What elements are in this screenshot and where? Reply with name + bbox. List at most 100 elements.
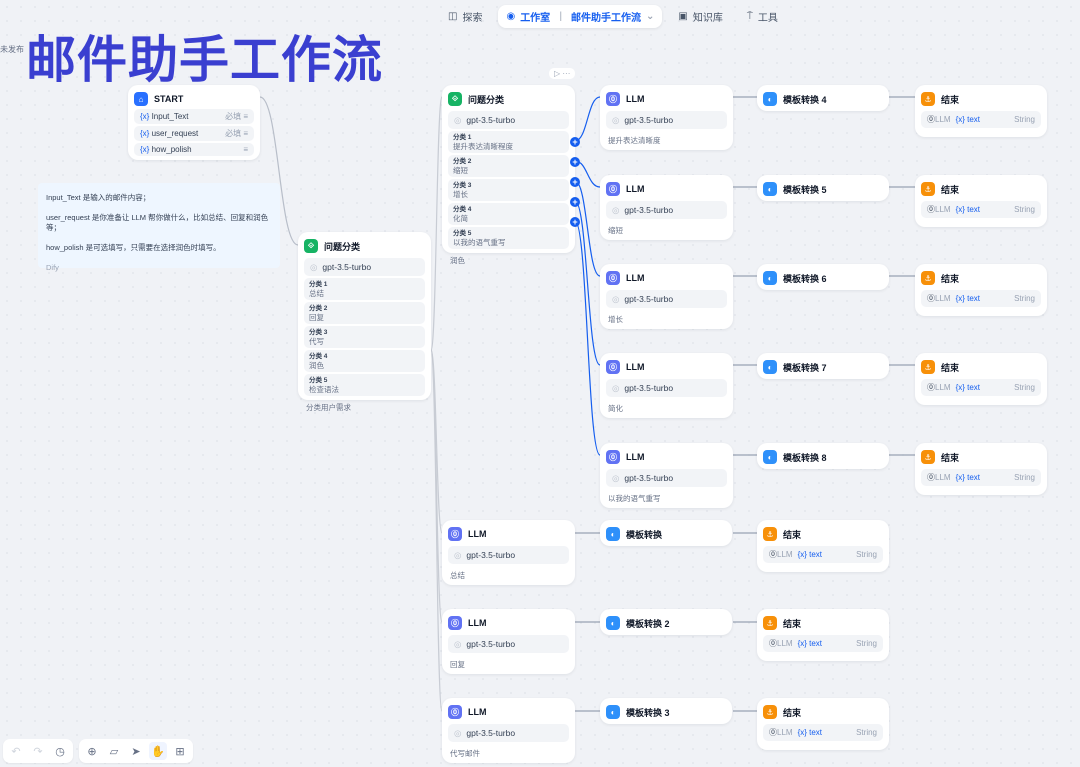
undo-icon[interactable]: ↶ [11,745,21,758]
class-value: 提升表达清晰程度 [453,142,513,151]
add-branch-icon[interactable]: + [570,197,580,207]
redo-icon[interactable]: ↷ [33,745,43,758]
template-node[interactable]: ◐模板转换 2 [600,609,732,635]
paragraph-icon: ≡ [243,145,248,154]
layout-icon[interactable]: ⊞ [175,745,185,758]
end-icon: ⚓ [921,450,935,464]
variable-name: Input_Text [151,112,189,121]
node-title: 问题分类 [468,94,505,105]
template-icon: ◐ [763,92,777,106]
history-icon[interactable]: ◷ [55,745,65,758]
model-label: ◎gpt-3.5-turbo [612,383,673,394]
template-node[interactable]: ◐模板转换 [600,520,732,546]
node-header: ◐模板转换 [606,526,726,542]
app-switcher[interactable]: 邮件助手工作流 [571,13,641,24]
model-name: gpt-3.5-turbo [466,638,516,649]
template-node[interactable]: ◐模板转换 6 [757,264,889,290]
node-title: 结束 [783,529,802,540]
input-variable[interactable]: {x} how_polish ≡ [134,143,254,156]
add-branch-icon[interactable]: + [570,137,580,147]
source-node: LLM [935,473,951,482]
model-name: gpt-3.5-turbo [466,114,516,125]
model-selector[interactable]: ◎gpt-3.5-turbo [606,379,727,397]
template-node[interactable]: ◐模板转换 7 [757,353,889,379]
nav-knowledge[interactable]: ▣知识库 [670,5,730,28]
nav-studio[interactable]: ◉工作室|邮件助手工作流⌄ [498,5,663,28]
template-node[interactable]: ◐模板转换 5 [757,175,889,201]
llm-icon: ⓪ [448,705,462,719]
output-source: ⓪LLM{x} text [927,382,980,393]
template-node[interactable]: ◐ 模板转换 4 [757,85,889,111]
run-icon[interactable]: ▷ [554,69,561,78]
model-icon: ◎ [454,727,462,738]
model-selector[interactable]: ◎gpt-3.5-turbo [606,201,727,219]
node-header: ⚓结束 [921,181,1041,197]
node-header: ⌂START [134,91,254,107]
node-title: 模板转换 7 [783,362,827,373]
add-branch-icon[interactable]: + [570,157,580,167]
sticky-note[interactable]: Input_Text 是输入的邮件内容； user_request 是你准备让 … [38,183,280,272]
model-selector[interactable]: ◎gpt-3.5-turbo [448,111,569,129]
variable-type: String [856,639,877,648]
model-selector[interactable]: ◎gpt-3.5-turbo [448,546,569,564]
source-node: LLM [777,728,793,737]
model-selector[interactable]: ◎gpt-3.5-turbo [606,290,727,308]
node-description: 缩短 [608,226,623,235]
template-node[interactable]: ◐模板转换 8 [757,443,889,469]
template-node[interactable]: ◐模板转换 3 [600,698,732,724]
pointer-icon[interactable]: ➤ [131,745,141,758]
model-selector[interactable]: ◎gpt-3.5-turbo [606,111,727,129]
node-title: LLM [626,452,645,462]
model-selector[interactable]: ◎gpt-3.5-turbo [304,258,425,276]
add-branch-icon[interactable]: + [570,217,580,227]
model-selector[interactable]: ◎gpt-3.5-turbo [448,635,569,653]
model-selector[interactable]: ◎gpt-3.5-turbo [448,724,569,742]
add-node-icon[interactable]: ⊕ [87,745,97,758]
nav-tools[interactable]: ⍑工具 [739,5,786,28]
add-branch-icon[interactable]: + [570,177,580,187]
model-name: gpt-3.5-turbo [624,114,674,125]
class-label: 分类 5 [309,377,328,384]
nav-explore[interactable]: ◫探索 [440,5,490,28]
node-title: 模板转换 4 [783,94,827,105]
hand-icon[interactable]: ✋ [149,742,167,760]
add-note-icon[interactable]: ▱ [109,745,119,758]
class-value: 回复 [309,313,324,322]
more-icon[interactable]: ··· [562,69,571,78]
model-selector[interactable]: ◎gpt-3.5-turbo [606,469,727,487]
